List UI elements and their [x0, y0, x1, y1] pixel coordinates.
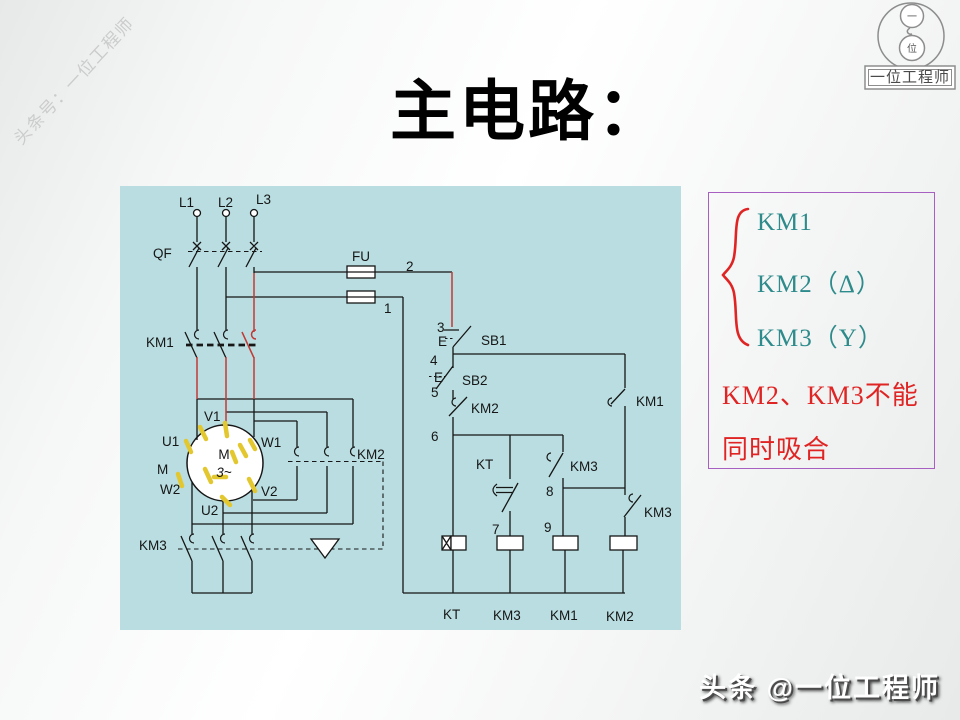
wire-number-2: 2	[406, 259, 414, 274]
info-item-km3: KM3（Y）	[757, 325, 884, 352]
node-8: 8	[546, 484, 554, 499]
label-l3: L3	[256, 192, 271, 207]
wires-red	[196, 272, 453, 425]
label-sb1: SB1	[481, 333, 507, 348]
logo-bottom-char: 位	[907, 42, 917, 55]
sb2-e-symbol: E	[434, 370, 443, 385]
label-w1: W1	[261, 435, 281, 450]
label-w2: W2	[160, 482, 180, 497]
label-km2-main: KM2	[357, 447, 385, 462]
motor-phase-text: 3~	[216, 465, 232, 480]
node-5: 5	[431, 385, 439, 400]
page-title: 主电路：	[390, 76, 666, 149]
wires-black	[180, 216, 642, 594]
logo-name-box	[864, 65, 956, 90]
circuit-labels: L1 L2 L3 QF FU 2 1 KM1 V1 U1 M W2 U2 V2 …	[139, 192, 672, 624]
label-km3-no-aux: KM3	[570, 459, 598, 474]
label-v1: V1	[204, 409, 221, 424]
label-qf: QF	[153, 246, 172, 261]
label-u1: U1	[162, 434, 179, 449]
label-km2-aux: KM2	[471, 401, 499, 416]
sb1-e-symbol: E	[438, 334, 447, 349]
wire-number-1: 1	[384, 301, 392, 316]
logo-name-box-inner	[868, 69, 952, 86]
terminal-l2	[221, 208, 231, 218]
kt-coil	[450, 535, 467, 551]
km3-coil	[496, 535, 524, 551]
info-item-km2: KM2（Δ）	[757, 271, 882, 298]
label-v2: V2	[261, 484, 278, 499]
info-box: KM1 KM2（Δ） KM3（Y） KM2、KM3不能 同时吸合	[708, 192, 935, 469]
label-km3-nc-aux: KM3	[644, 505, 672, 520]
label-fu: FU	[352, 249, 370, 264]
motor-letter: M	[218, 447, 229, 462]
km1-coil	[552, 535, 579, 551]
info-note-line1: KM2、KM3不能	[722, 381, 919, 410]
delta-triangle-icon	[309, 538, 341, 560]
km2-coil	[609, 535, 638, 551]
label-l1: L1	[179, 195, 194, 210]
node-7: 7	[492, 522, 500, 537]
node-6: 6	[431, 429, 439, 444]
terminal-l3	[249, 208, 259, 218]
label-km1-main: KM1	[146, 335, 174, 350]
label-sb2: SB2	[462, 373, 488, 388]
linkage-dashes	[178, 250, 384, 550]
logo-name-text: 一位工程师	[870, 69, 950, 86]
logo-head-circle	[899, 3, 925, 29]
coil-label-km1: KM1	[550, 608, 578, 623]
label-kt-contact: KT	[476, 457, 493, 472]
km2-linkage	[288, 460, 384, 548]
info-note-line2: 同时吸合	[722, 435, 831, 464]
node-4: 4	[430, 353, 438, 368]
label-l2: L2	[218, 195, 233, 210]
label-km3-main: KM3	[139, 538, 167, 553]
coil-label-kt: KT	[443, 607, 460, 622]
terminal-l1	[192, 208, 202, 218]
label-km1-hold: KM1	[636, 394, 664, 409]
label-m-side: M	[157, 462, 168, 477]
coil-label-km2: KM2	[606, 609, 634, 624]
site-logo: 一 位 一位工程师	[864, 2, 956, 90]
node-3: 3	[437, 320, 445, 335]
circuit-panel-background	[120, 186, 681, 630]
brand-text: 头条 @一位工程师	[699, 673, 940, 703]
label-u2: U2	[201, 503, 218, 518]
coil-label-km3: KM3	[493, 608, 521, 623]
contact-arcs	[188, 329, 634, 544]
logo-body-circle	[898, 34, 926, 62]
pushbutton-dashes	[429, 337, 453, 378]
brace-icon	[721, 207, 750, 347]
motor-yellow-hatch	[175, 420, 258, 508]
node-9: 9	[544, 520, 552, 535]
logo-top-char: 一	[907, 12, 917, 23]
info-item-km1: KM1	[757, 209, 813, 236]
